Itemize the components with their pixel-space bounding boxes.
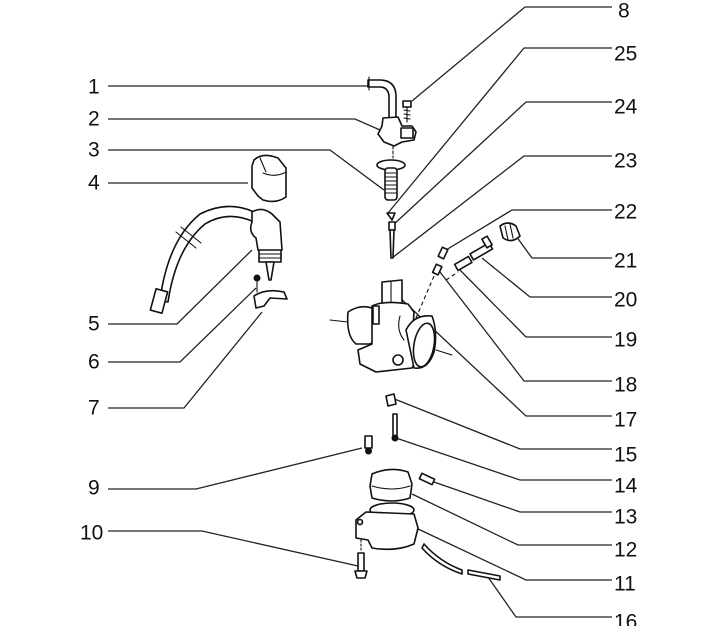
leader-line-12: [411, 493, 612, 546]
leader-line-6: [108, 287, 257, 363]
leader-line-11: [415, 527, 612, 581]
leader-line-10: [108, 530, 359, 567]
callout-label-2: 2: [88, 108, 100, 131]
callout-label-18: 18: [614, 374, 637, 397]
callout-label-6: 6: [88, 351, 100, 374]
callout-label-15: 15: [614, 444, 637, 467]
leader-line-16: [487, 576, 612, 618]
callout-labels: 1234567891011121314151617181920212223242…: [80, 0, 638, 626]
leader-line-17: [397, 295, 612, 417]
leader-line-19: [459, 269, 612, 338]
cover-screw-part: [402, 100, 412, 123]
float-valve-part: [364, 435, 373, 455]
leader-line-20: [481, 257, 612, 298]
callout-label-13: 13: [614, 506, 637, 529]
callout-label-20: 20: [614, 289, 637, 312]
carburetor-body-part: [329, 301, 453, 373]
leader-line-2: [108, 118, 381, 131]
callout-label-25: 25: [614, 43, 637, 66]
leader-line-7: [108, 311, 263, 409]
callout-label-8: 8: [618, 0, 630, 23]
callout-label-17: 17: [614, 409, 637, 432]
leader-line-3: [108, 149, 385, 191]
leader-line-22: [445, 209, 612, 251]
leader-line-15: [391, 397, 612, 450]
callout-label-9: 9: [88, 477, 100, 500]
callout-label-3: 3: [88, 139, 100, 162]
bowl-screw-part: [354, 539, 368, 579]
screw-cap-part: [499, 222, 521, 242]
callout-label-22: 22: [614, 201, 637, 224]
leader-line-23: [391, 155, 612, 259]
float-pin-part: [418, 472, 436, 486]
throttle-spring-part: [376, 159, 406, 201]
callout-label-19: 19: [614, 329, 637, 352]
callout-label-10: 10: [80, 522, 103, 545]
callout-label-16: 16: [614, 611, 637, 626]
leader-line-8: [411, 6, 612, 102]
drain-hose-part: [421, 543, 501, 581]
needle-assembly-part: [386, 212, 396, 259]
callout-label-4: 4: [88, 172, 100, 195]
leader-line-24: [391, 101, 612, 227]
callout-label-12: 12: [614, 539, 637, 562]
leader-line-5: [108, 249, 253, 325]
automatic-choke-part: [149, 205, 283, 314]
callout-label-7: 7: [88, 397, 100, 420]
main-jet-part: [385, 393, 399, 442]
leader-line-14: [395, 437, 612, 481]
callout-label-1: 1: [88, 76, 100, 99]
top-cover-part: [377, 116, 417, 159]
leader-line-25: [387, 47, 612, 214]
idle-jet-part: [415, 246, 449, 319]
leader-lines: [108, 6, 612, 618]
callout-label-23: 23: [614, 150, 637, 173]
fuel-hose-elbow-part: [367, 76, 397, 119]
callout-label-24: 24: [614, 96, 638, 119]
float-bowl-part: [355, 468, 419, 551]
leader-line-18: [439, 271, 612, 382]
callout-label-14: 14: [614, 475, 638, 498]
callout-label-5: 5: [88, 313, 100, 336]
leader-line-21: [515, 235, 612, 259]
leader-line-9: [108, 447, 363, 490]
choke-bracket-part: [253, 274, 288, 309]
idle-screw-part: [445, 235, 494, 281]
leader-line-13: [433, 481, 612, 513]
rubber-cap-part: [251, 154, 287, 203]
callout-label-21: 21: [614, 250, 637, 273]
callout-label-11: 11: [614, 573, 636, 596]
